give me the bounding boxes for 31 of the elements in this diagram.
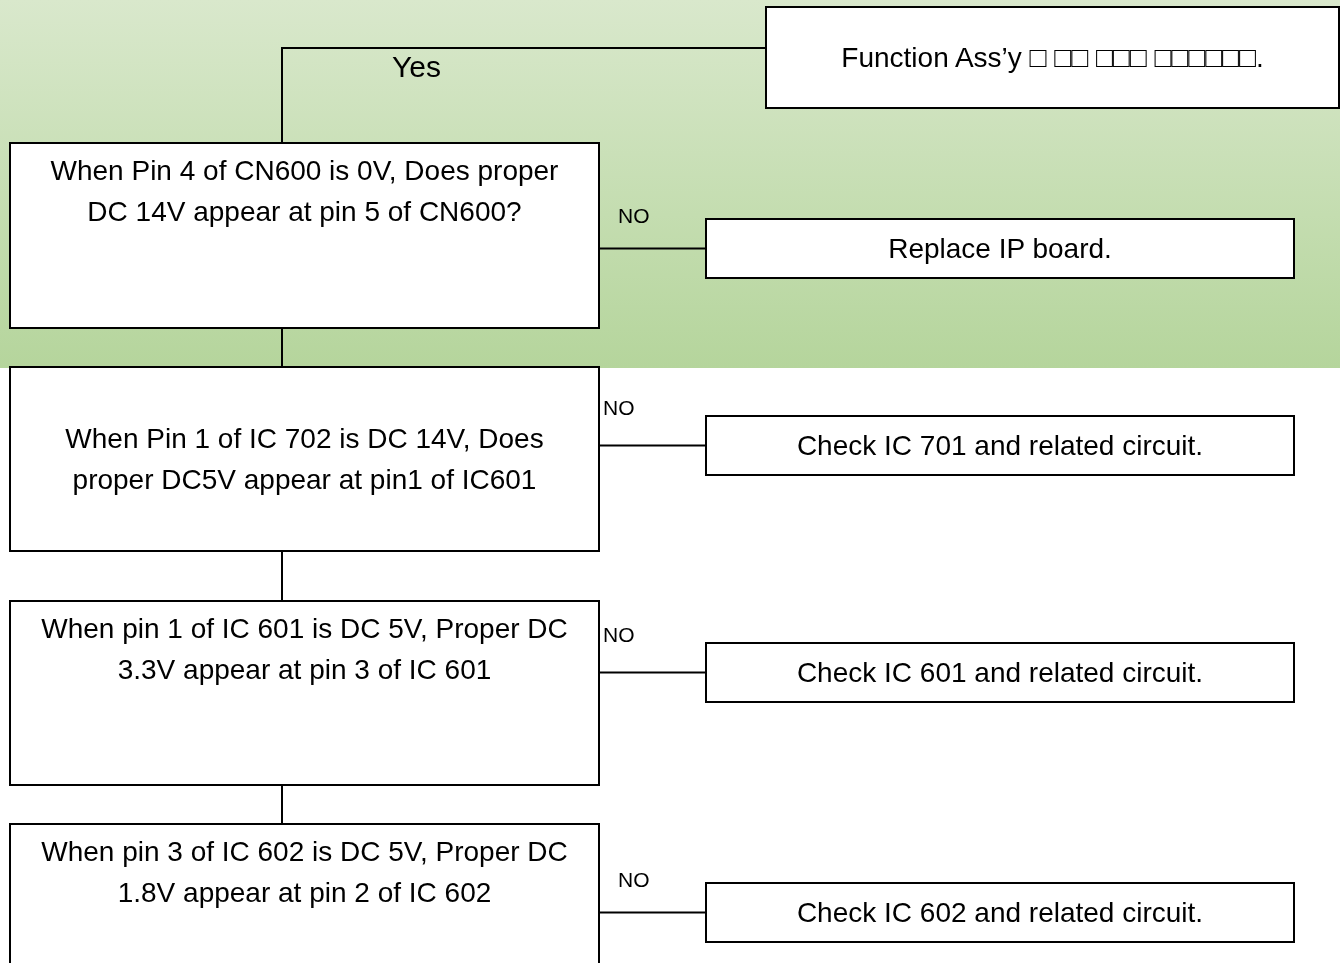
edge-label: NO: [603, 622, 635, 647]
edge-label: Yes: [392, 50, 441, 84]
connector-line: [281, 328, 283, 367]
action-box: [705, 882, 1295, 943]
node-text: Function Ass’y □ □□ □□□ □□□□□□.: [841, 41, 1264, 75]
connector-line: [281, 785, 283, 824]
process-box: [9, 600, 600, 786]
node-text: When Pin 4 of CN600 is 0V, Does proper DC 14V appear at pin 5 of CN600?: [49, 154, 560, 229]
connector-line: [281, 47, 766, 143]
node-text: When pin 1 of IC 601 is DC 5V, Proper DC 3.3V appear at pin 3 of IC 601: [40, 612, 569, 687]
action-box: [765, 6, 1340, 109]
node-text: When Pin 1 of IC 702 is DC 14V, Does proper DC5V appear at pin1 of IC601: [64, 422, 545, 497]
process-box: [9, 366, 600, 552]
node-text: Check IC 602 and related circuit.: [796, 896, 1204, 930]
edge-label: NO: [603, 395, 635, 420]
action-box: [705, 642, 1295, 703]
node-text: Check IC 701 and related circuit.: [796, 429, 1204, 463]
connector-line: [599, 671, 706, 674]
node-text: Check IC 601 and related circuit.: [796, 656, 1204, 690]
action-box: [705, 415, 1295, 476]
node-text: Replace IP board.: [888, 232, 1112, 266]
process-box: [9, 142, 600, 329]
process-box: [9, 823, 600, 963]
action-box: [705, 218, 1295, 279]
connector-line: [281, 551, 283, 601]
edge-label: NO: [618, 867, 650, 892]
node-text: When pin 3 of IC 602 is DC 5V, Proper DC 1.8V appear at pin 2 of IC 602: [40, 835, 569, 910]
connector-line: [599, 444, 706, 447]
edge-label: NO: [618, 203, 650, 228]
connector-line: [599, 247, 706, 250]
connector-line: [599, 911, 706, 914]
